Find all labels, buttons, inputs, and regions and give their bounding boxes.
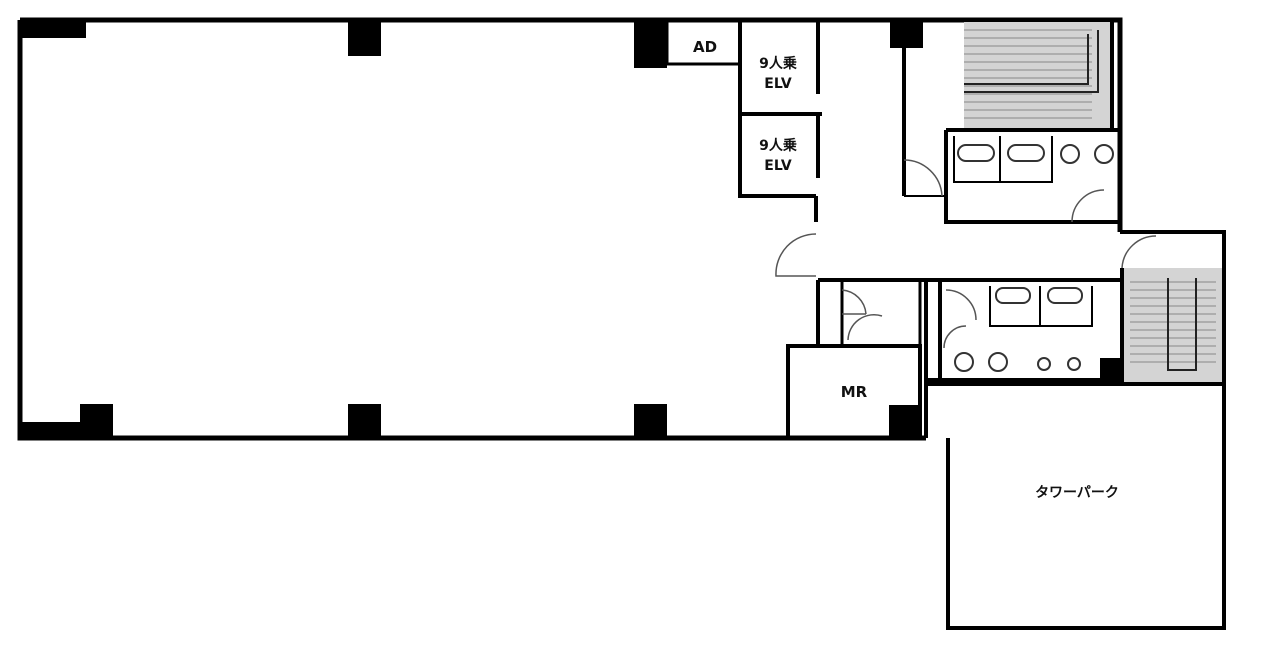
machine-room: MR bbox=[786, 344, 922, 440]
elevator-block: 9人乗 ELV 9人乗 ELV bbox=[738, 22, 822, 222]
door-swing bbox=[775, 233, 817, 277]
column bbox=[634, 404, 667, 438]
door-swing bbox=[847, 313, 883, 341]
elevator-2-capacity: 9人乗 bbox=[759, 137, 798, 154]
corner-column-top-left bbox=[20, 20, 86, 38]
toilet-icon bbox=[1047, 287, 1083, 304]
door-swing bbox=[945, 289, 977, 321]
office-outer-wall bbox=[17, 17, 1123, 441]
urinal-icon bbox=[988, 352, 1008, 372]
office-space bbox=[17, 17, 1123, 441]
column bbox=[890, 22, 923, 48]
column bbox=[889, 405, 922, 438]
urinal-icon bbox=[1094, 144, 1114, 164]
core-walls bbox=[775, 42, 946, 348]
corner-column-bottom-left bbox=[20, 422, 80, 439]
sink-icon bbox=[1067, 357, 1081, 371]
tower-parking-label: タワーパーク bbox=[1035, 485, 1119, 501]
toilet-icon bbox=[1007, 144, 1045, 162]
elevator-1-capacity: 9人乗 bbox=[759, 55, 798, 72]
door-swing bbox=[943, 325, 967, 349]
restroom-lower bbox=[924, 278, 1122, 382]
tower-parking: タワーパーク bbox=[924, 380, 1226, 630]
ad-label: AD bbox=[693, 38, 717, 56]
machine-room-label: MR bbox=[841, 383, 868, 401]
toilet-icon bbox=[995, 287, 1031, 304]
restroom-upper bbox=[944, 128, 1120, 224]
sink-icon bbox=[1037, 357, 1051, 371]
door-swing bbox=[1071, 189, 1105, 223]
column bbox=[348, 404, 381, 438]
column bbox=[634, 22, 667, 68]
door-swing bbox=[903, 159, 943, 197]
urinal-icon bbox=[954, 352, 974, 372]
storage-closet bbox=[840, 278, 922, 348]
elevator-1-label: ELV bbox=[764, 76, 792, 92]
stairwell-top bbox=[964, 22, 1114, 130]
ad-room: AD bbox=[665, 22, 742, 66]
toilet-icon bbox=[957, 144, 995, 162]
column bbox=[80, 404, 113, 438]
door-swing bbox=[841, 289, 867, 315]
stairwell-right bbox=[1120, 230, 1226, 386]
elevator-2-label: ELV bbox=[764, 158, 792, 174]
door-swing bbox=[1121, 235, 1157, 269]
column bbox=[348, 22, 381, 56]
urinal-icon bbox=[1060, 144, 1080, 164]
